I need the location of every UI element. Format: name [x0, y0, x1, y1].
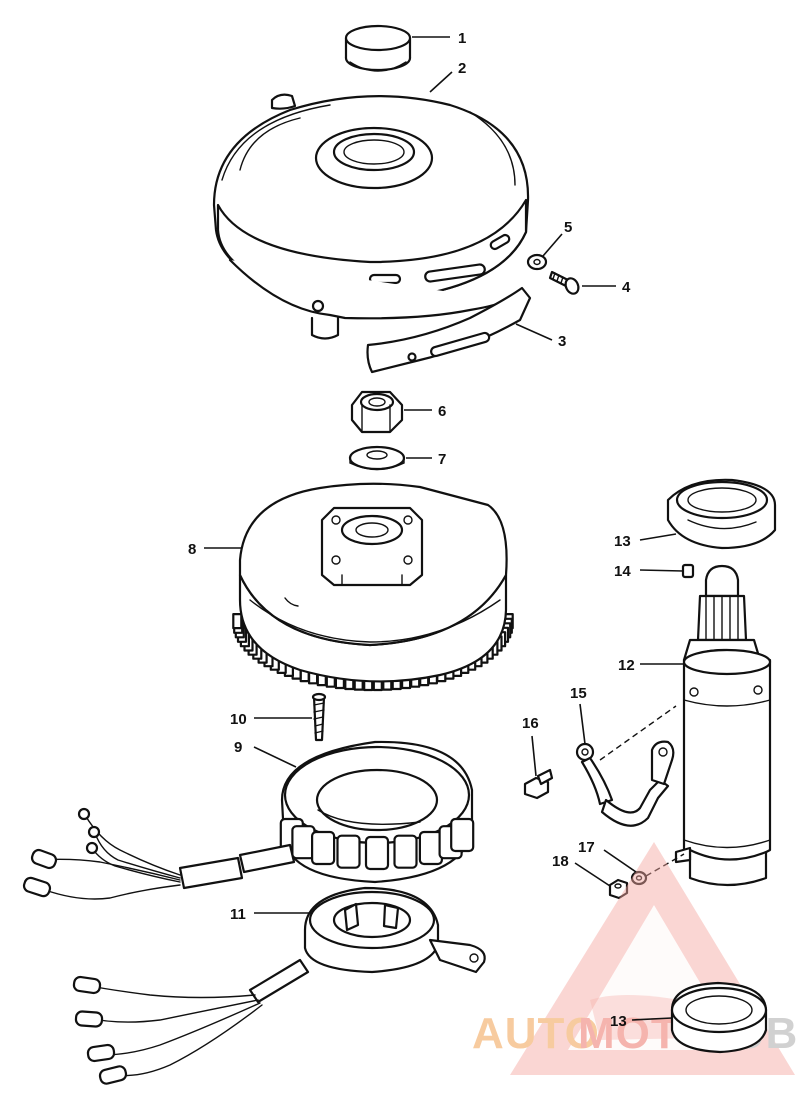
assembly-line-17-18	[645, 853, 685, 877]
washer-part-5	[526, 253, 548, 271]
callout-10: 10	[230, 711, 247, 728]
callout-15: 15	[570, 685, 587, 702]
callout-labels: 1 2 3 4 5 6 7 8 9 10 11 12 13 14 15 16 1…	[188, 30, 635, 1030]
lock-washer-part	[630, 870, 648, 886]
collar-part-bottom	[670, 981, 768, 1054]
callout-16: 16	[522, 715, 539, 732]
nut-part-6	[350, 390, 404, 434]
callout-3: 3	[558, 333, 566, 350]
screw-part-4	[548, 270, 580, 295]
stator-part	[22, 740, 475, 900]
battery-cable-part	[575, 705, 677, 827]
bracket-part	[366, 286, 532, 374]
trigger-part	[72, 886, 486, 1085]
callout-12: 12	[618, 657, 635, 674]
starter-motor-part	[674, 564, 772, 887]
callout-1: 1	[458, 30, 466, 47]
cap-part	[344, 24, 412, 72]
callout-13-top: 13	[614, 533, 631, 550]
bolt-part	[523, 768, 554, 800]
callout-5: 5	[564, 219, 572, 236]
callout-7: 7	[438, 451, 446, 468]
washer-part-7	[348, 445, 406, 471]
screw-part-10	[311, 692, 327, 742]
flywheel-cover-part	[212, 93, 530, 340]
leader-lines	[204, 36, 684, 1021]
stator-pole	[393, 834, 418, 869]
callout-11: 11	[230, 906, 246, 923]
callout-13-bottom: 13	[610, 1013, 627, 1030]
stator-pole	[336, 834, 361, 869]
callout-9: 9	[234, 739, 242, 756]
callout-4: 4	[622, 279, 631, 296]
callout-14: 14	[614, 563, 631, 580]
gear-tooth	[232, 612, 243, 630]
collar-part-top	[666, 478, 777, 550]
watermark-text-auto: AUTO	[472, 1009, 600, 1058]
callout-8: 8	[188, 541, 196, 558]
nut-part-18	[608, 878, 629, 900]
callout-17: 17	[578, 839, 595, 856]
stator-pole	[311, 830, 336, 866]
callout-2: 2	[458, 60, 466, 77]
stator-pole	[450, 817, 475, 853]
callout-6: 6	[438, 403, 446, 420]
clip-part	[681, 563, 695, 579]
stator-pole	[364, 835, 390, 871]
flywheel-part	[232, 482, 514, 692]
callout-18: 18	[552, 853, 569, 870]
